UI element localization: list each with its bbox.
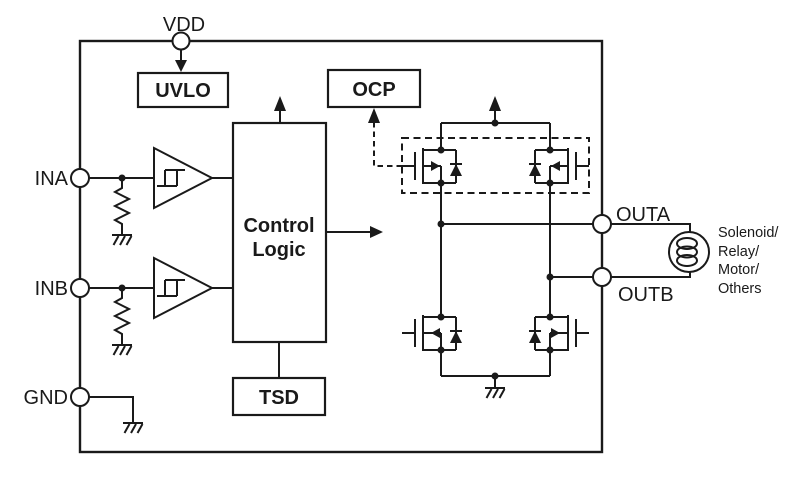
inb-label: INB [35,278,68,300]
inb-pin [70,278,90,298]
vdd-pin [171,31,191,51]
high-side-dashed-box [401,137,590,194]
arrow-up-icon [368,108,380,123]
uvlo-block: UVLO [136,71,230,109]
arrow-right-icon [370,226,383,238]
h-bridge [401,96,593,399]
ic-boundary [78,39,604,454]
load-label-line3: Motor/ [718,262,760,278]
outb-label: OUTB [618,284,674,306]
mosfet-high-right [529,147,589,187]
control-logic-label-line1: Control [243,215,314,237]
inb-channel: INB [35,256,233,356]
external-load: Solenoid/ Relay/ Motor/ Others [611,223,779,297]
mosfet-low-left [402,314,462,354]
load-label-line4: Others [718,281,762,297]
ocp-block: OCP [326,68,422,109]
ground-icon [111,234,133,246]
gnd-pin-group: GND [24,387,144,434]
vdd-pin-group: VDD [163,14,205,72]
tsd-block: TSD [231,376,327,417]
outa-pin-group: OUTA [592,204,671,234]
load-circle [668,231,710,273]
uvlo-label: UVLO [155,80,211,102]
tsd-label: TSD [259,387,299,409]
control-logic-block: Control Logic [231,121,328,344]
schmitt-trigger-a [153,146,215,210]
arrow-down-icon [175,60,187,72]
arrow-up-icon [489,96,501,111]
vdd-label: VDD [163,14,205,36]
pulldown-resistor-b [114,287,130,346]
gnd-pin [70,387,90,407]
outb-pin [592,267,612,287]
control-logic-output-arrow [326,226,383,238]
ocp-label: OCP [352,79,395,101]
control-logic-up-arrow [274,96,286,123]
coil-icon [676,237,698,267]
mosfet-low-right [529,314,589,354]
control-logic-label-line2: Logic [252,239,305,261]
ground-icon [122,422,144,434]
ground-icon [111,344,133,356]
gnd-label: GND [24,387,68,409]
ocp-sense-wire [368,108,402,167]
arrow-up-icon [274,96,286,111]
outb-pin-group: OUTB [592,267,674,306]
ina-channel: INA [35,146,233,246]
mosfet-high-left [402,147,462,187]
ina-pin [70,168,90,188]
ina-label: INA [35,168,69,190]
schmitt-trigger-b [153,256,215,320]
load-label-line1: Solenoid/ [718,225,779,241]
ground-icon [484,387,506,399]
load-label-line2: Relay/ [718,244,760,260]
outa-label: OUTA [616,204,671,226]
pulldown-resistor-a [114,177,130,236]
outa-pin [592,214,612,234]
